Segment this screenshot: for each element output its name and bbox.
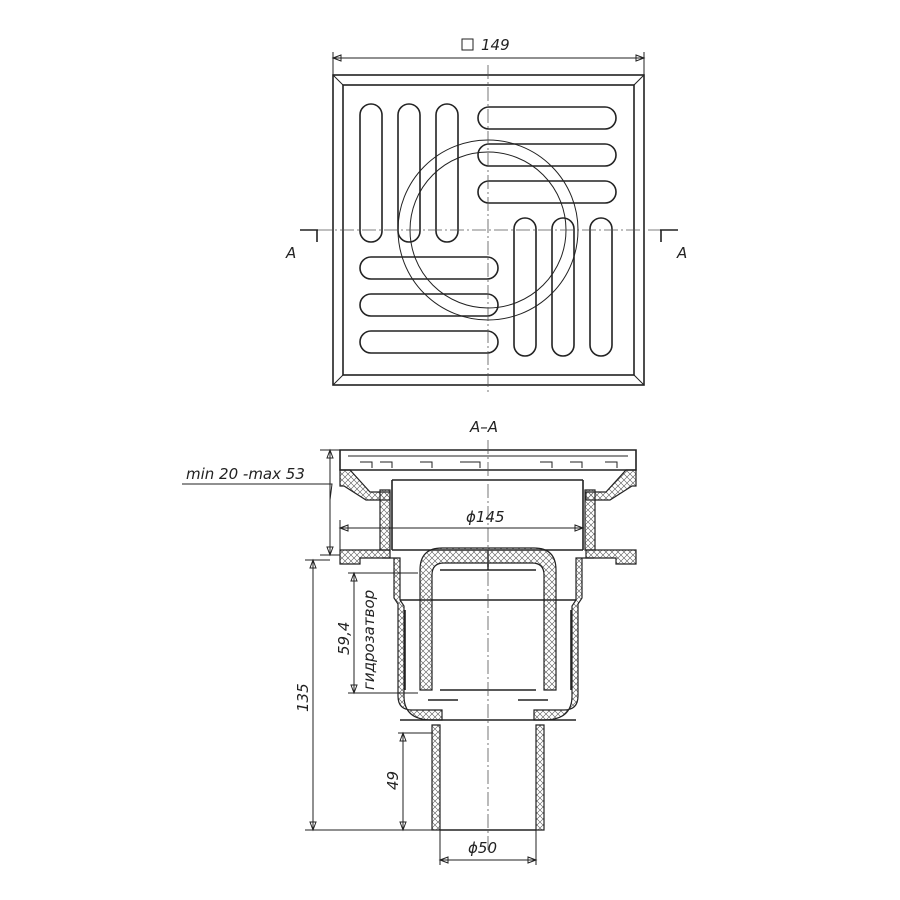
outlet-height-label: 49 <box>384 771 402 790</box>
trap-label: гидрозатвор <box>360 590 378 690</box>
diameter-outlet-label: ϕ50 <box>468 839 497 857</box>
square-symbol-icon <box>461 38 474 51</box>
section-view: A–A ϕ145 min 20 -max 53 135 59,4 гидроза… <box>182 418 637 865</box>
diameter-top-label: ϕ145 <box>466 508 505 526</box>
size-label: 149 <box>481 36 510 54</box>
section-marker-left: A <box>285 244 296 262</box>
section-marker-right: A <box>676 244 687 262</box>
height-total-label: 135 <box>294 683 312 712</box>
top-view: A A 149 <box>285 36 687 395</box>
section-title: A–A <box>469 418 498 436</box>
range-label: min 20 -max 53 <box>186 465 305 483</box>
trap-depth-label: 59,4 <box>335 622 353 655</box>
